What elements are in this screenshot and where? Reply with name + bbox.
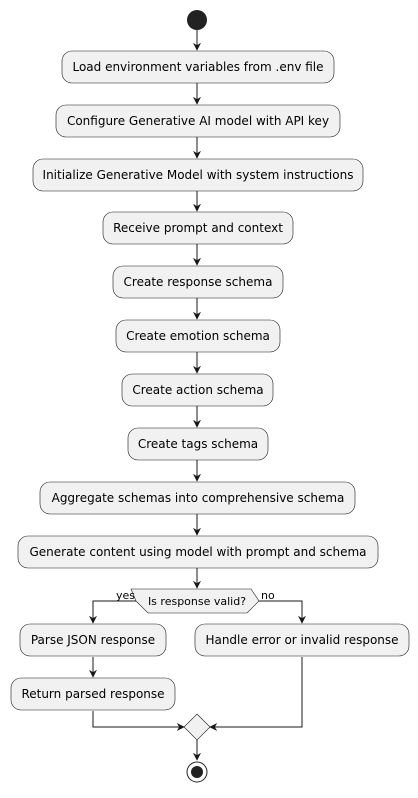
yes-step-1-label: Parse JSON response [31, 633, 155, 647]
decision-node: Is response valid? [130, 588, 260, 614]
step-4-label: Receive prompt and context [113, 221, 283, 235]
branch-arrows [89, 600, 306, 761]
step-7: Create action schema [121, 373, 274, 407]
no-step-1: Handle error or invalid response [194, 623, 410, 657]
step-3: Initialize Generative Model with system … [32, 158, 364, 192]
decision-question: Is response valid? [148, 595, 246, 608]
step-3-label: Initialize Generative Model with system … [43, 168, 354, 182]
yes-step-2: Return parsed response [10, 677, 176, 711]
step-10-label: Generate content using model with prompt… [29, 545, 366, 559]
step-1: Load environment variables from .env fil… [61, 50, 335, 84]
end-node [186, 761, 208, 783]
step-8-label: Create tags schema [138, 437, 258, 451]
step-2: Configure Generative AI model with API k… [55, 104, 341, 138]
step-9: Aggregate schemas into comprehensive sch… [39, 481, 356, 515]
start-node [187, 10, 207, 30]
merge-node [183, 713, 211, 741]
step-5: Create response schema [112, 265, 284, 299]
step-9-label: Aggregate schemas into comprehensive sch… [52, 491, 345, 505]
step-8: Create tags schema [127, 427, 269, 461]
step-10: Generate content using model with prompt… [17, 535, 379, 569]
yes-step-1: Parse JSON response [19, 623, 167, 657]
no-step-1-label: Handle error or invalid response [205, 633, 398, 647]
step-4: Receive prompt and context [102, 211, 294, 245]
step-1-label: Load environment variables from .env fil… [72, 60, 323, 74]
step-6: Create emotion schema [115, 319, 281, 353]
decision-yes-label: yes [116, 589, 135, 602]
step-5-label: Create response schema [124, 275, 273, 289]
decision-no-label: no [261, 589, 275, 602]
step-7-label: Create action schema [132, 383, 263, 397]
step-2-label: Configure Generative AI model with API k… [67, 114, 329, 128]
yes-step-2-label: Return parsed response [21, 687, 164, 701]
step-6-label: Create emotion schema [126, 329, 270, 343]
